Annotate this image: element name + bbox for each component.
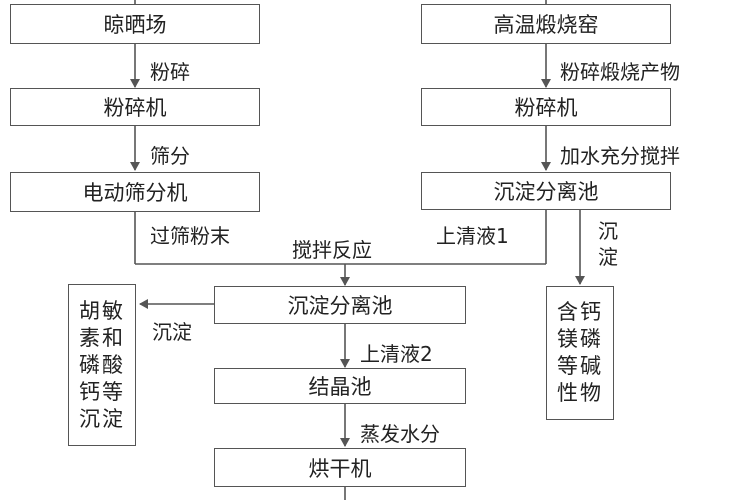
node-crusher-right: 粉碎机 [421, 88, 671, 126]
node-crusher-left: 粉碎机 [10, 88, 260, 126]
edge-label-precipitate-left: 沉淀 [152, 320, 192, 344]
node-crusher-right-label: 粉碎机 [514, 96, 578, 120]
node-alkaline-product: 含钙镁磷等碱性物 [546, 286, 614, 420]
node-dryer-label: 烘干机 [308, 456, 372, 481]
edge-label-crush-calcined: 粉碎煅烧产物 [560, 60, 680, 84]
node-carotene-precipitate: 胡敏素和磷酸钙等沉淀 [68, 284, 136, 446]
node-drying-yard: 晾晒场 [10, 4, 260, 44]
node-electric-sieve-label: 电动筛分机 [82, 181, 188, 205]
edge-label-crush: 粉碎 [150, 60, 190, 84]
edge-label-precipitate-right: 沉淀 [598, 219, 618, 269]
edge-label-add-water-stir: 加水充分搅拌 [560, 144, 680, 168]
node-crystallization-tank-label: 结晶池 [308, 375, 372, 399]
node-electric-sieve: 电动筛分机 [10, 172, 260, 212]
node-settling-tank-right: 沉淀分离池 [421, 172, 671, 210]
node-dryer: 烘干机 [214, 448, 466, 487]
node-carotene-precipitate-label: 胡敏素和磷酸钙等沉淀 [79, 298, 125, 431]
node-settling-tank-right-label: 沉淀分离池 [493, 180, 599, 204]
node-settling-tank-center: 沉淀分离池 [214, 286, 466, 324]
edge-label-evaporate: 蒸发水分 [360, 422, 440, 446]
node-crusher-left-label: 粉碎机 [103, 96, 167, 120]
node-drying-yard-label: 晾晒场 [103, 13, 167, 37]
node-kiln: 高温煅烧窑 [421, 4, 671, 44]
node-settling-tank-center-label: 沉淀分离池 [287, 294, 393, 318]
edge-label-sieve: 筛分 [150, 144, 190, 168]
edge-label-sieved-powder: 过筛粉末 [150, 224, 230, 248]
node-crystallization-tank: 结晶池 [214, 368, 466, 404]
edge-label-stir-react: 搅拌反应 [292, 238, 372, 262]
node-alkaline-product-label: 含钙镁磷等碱性物 [557, 300, 603, 405]
node-kiln-label: 高温煅烧窑 [493, 13, 599, 37]
edge-label-supernatant-1: 上清液1 [436, 224, 509, 248]
edge-label-supernatant-2: 上清液2 [360, 342, 433, 366]
